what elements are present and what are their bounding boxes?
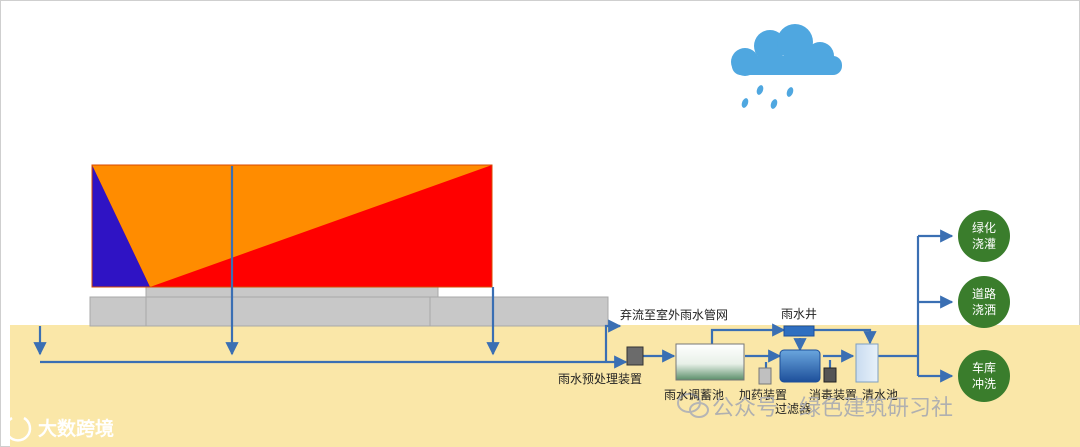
disinfection-label: 消毒装置 [809,388,858,402]
watermark-left: 大数跨境 [38,418,115,440]
cloud-icon [731,24,842,76]
filter-label: 过滤器 [775,402,812,416]
wechat-logo-icon [677,393,709,418]
roof-catchment [91,164,493,288]
brand-logo-icon [4,416,32,442]
ground [10,325,1080,447]
raindrops-icon [741,85,794,109]
output-label-greening: 绿化 浇灌 [971,221,996,251]
dosing-device [758,367,772,385]
rain-well [783,325,815,337]
storage-tank [675,343,745,381]
watermark-right: 公众号 · 绿色建筑研习社 [712,396,953,421]
output-label-road: 道路 浇洒 [971,287,996,317]
pretreatment-device [626,346,644,366]
output-label-garage: 车库 冲洗 [971,361,996,391]
output-circle-road [958,276,1010,328]
output-circle-greening [958,210,1010,262]
storage-tank-label: 雨水调蓄池 [664,388,725,402]
clear-water-tank-label: 清水池 [862,388,899,402]
pretreatment-label: 雨水预处理装置 [558,372,643,386]
output-circle-garage [958,350,1010,402]
dosing-label: 加药装置 [739,388,788,402]
rain-well-label: 雨水井 [781,307,818,321]
building-podium [89,286,609,327]
diversion-label: 弃流至室外雨水管网 [620,308,729,322]
disinfection-device [823,367,837,383]
clear-water-tank [855,343,879,383]
pipe-network [33,166,954,383]
filter-device [779,349,821,383]
